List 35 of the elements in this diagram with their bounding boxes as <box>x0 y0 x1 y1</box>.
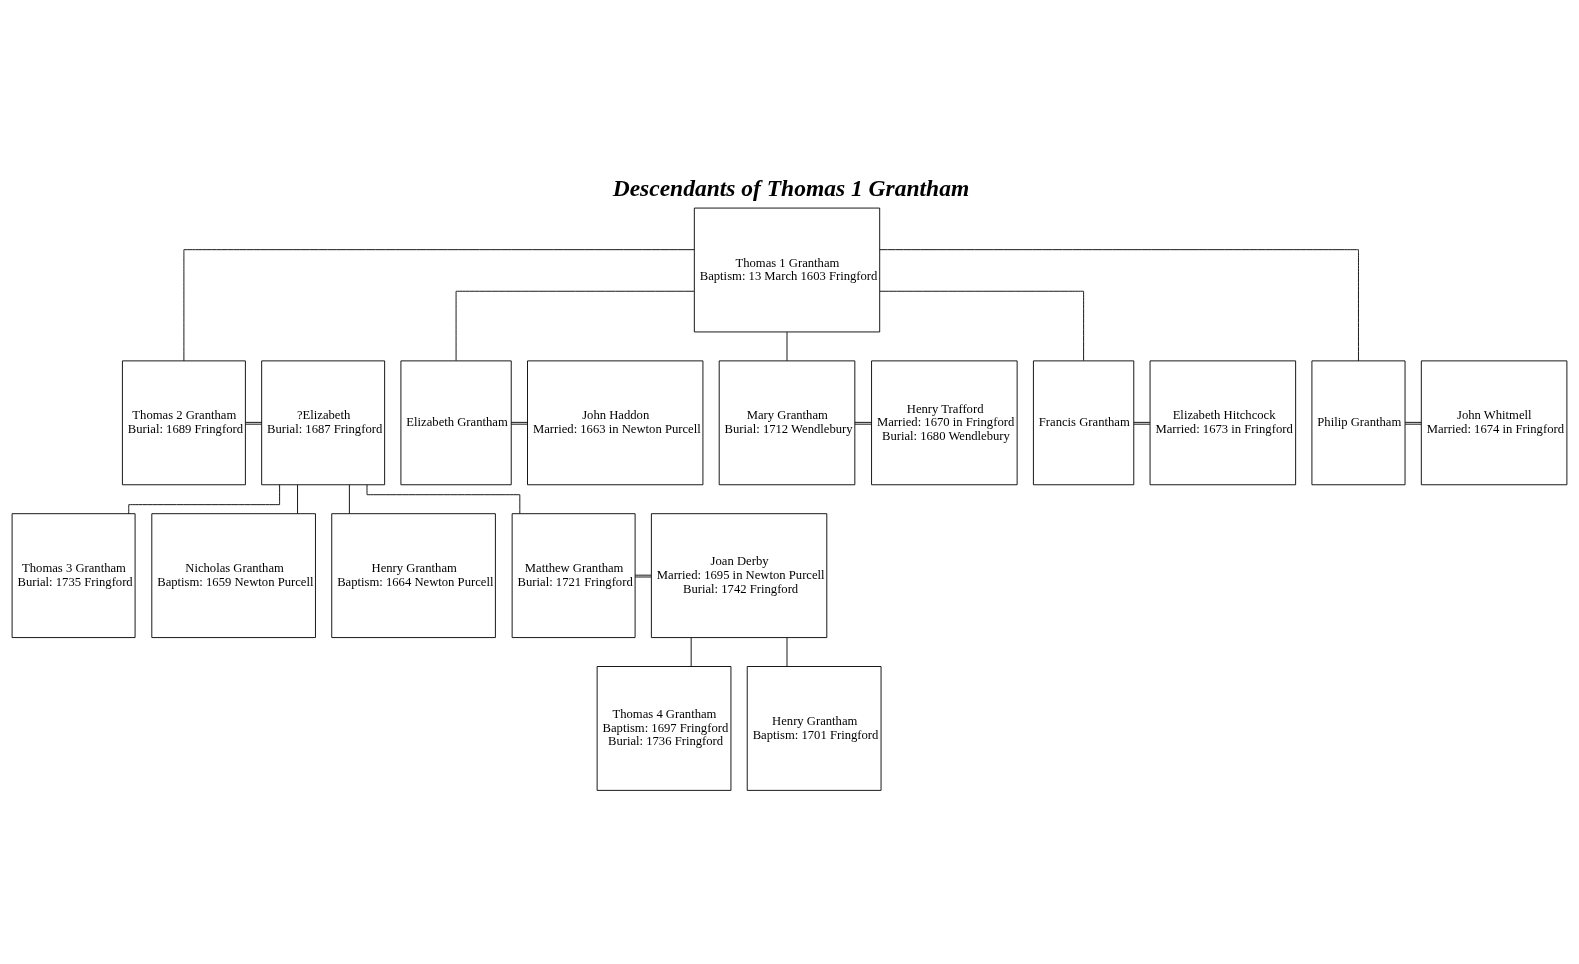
connector <box>297 484 298 514</box>
node-box: Elizabeth Hitchcock Married: 1673 in Fringford <box>1149 359 1297 485</box>
connector <box>1404 421 1422 425</box>
node-box: Thomas 1 Grantham Baptism: 13 March 1603 Fringford <box>693 207 881 332</box>
node-box: Henry Grantham Baptism: 1701 Fringford <box>746 665 882 791</box>
connector <box>879 290 1085 361</box>
diagram-title: Descendants of Thomas 1 Grantham <box>612 174 970 201</box>
connector <box>786 636 788 667</box>
node-box: John Whitmell Married: 1674 in Fringford <box>1420 359 1568 485</box>
node-box: Thomas 2 Grantham Burial: 1689 Fringford <box>121 359 246 485</box>
connector <box>183 248 695 361</box>
connector <box>786 331 788 361</box>
connector <box>128 483 281 514</box>
node-box: Henry Trafford Married: 1670 in Fringford Burial: 1680 Wendlebury <box>871 359 1018 485</box>
connector <box>879 248 1359 361</box>
connector <box>634 574 652 577</box>
node-box: Francis Grantham <box>1032 359 1135 485</box>
node-box: ?Elizabeth Burial: 1687 Fringford <box>261 359 386 485</box>
connector <box>690 636 692 667</box>
node-box: Nicholas Grantham Baptism: 1659 Newton Purcell <box>151 512 316 638</box>
node-box: Elizabeth Grantham <box>400 359 512 485</box>
node-box: Joan Derby Married: 1695 in Newton Purcell Burial: 1742 Fringford <box>650 512 828 638</box>
node-box: Philip Grantham <box>1311 359 1406 485</box>
node-box: Henry Grantham Baptism: 1664 Newton Purcell <box>331 512 496 638</box>
connector <box>1133 421 1151 425</box>
connector <box>245 421 262 425</box>
connector <box>455 290 695 361</box>
node-box: Mary Grantham Burial: 1712 Wendlebury <box>718 359 856 485</box>
node-box: Thomas 3 Grantham Burial: 1735 Fringford <box>11 512 136 638</box>
node-box: John Haddon Married: 1663 in Newton Purcell <box>527 359 704 485</box>
node-box: Thomas 4 Grantham Baptism: 1697 Fringford Burial: 1736 Fringford <box>596 665 732 791</box>
connector <box>854 421 872 425</box>
connector <box>510 421 528 425</box>
node-box: Matthew Grantham Burial: 1721 Fringford <box>511 512 636 638</box>
connector <box>348 484 350 514</box>
